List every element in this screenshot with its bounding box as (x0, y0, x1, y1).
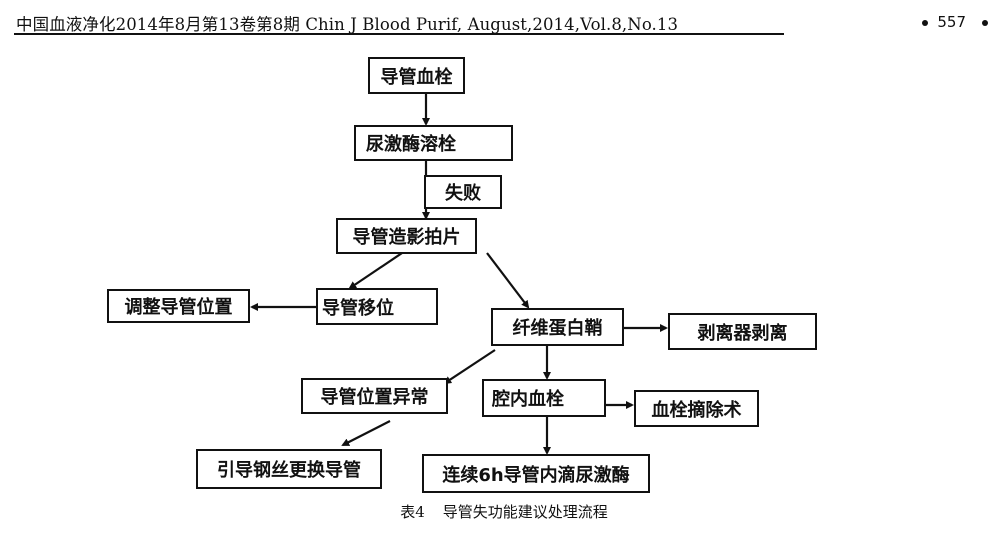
journal-citation: 中国血液净化2014年8月第13卷第8期 Chin J Blood Purif,… (16, 15, 679, 34)
page-number: 557 (937, 13, 966, 31)
bullet-dot-icon (922, 20, 928, 26)
node-catheter-thrombus: 导管血栓 (368, 57, 465, 94)
journal-header: 中国血液净化2014年8月第13卷第8期 Chin J Blood Purif,… (14, 8, 994, 38)
arrow-angiography-to-fibrin (486, 252, 530, 309)
node-fibrin-sheath: 纤维蛋白鞘 (491, 308, 624, 346)
header-rule (14, 33, 784, 35)
node-stripping-device: 剥离器剥离 (668, 313, 817, 350)
node-catheter-displacement: 导管移位 (316, 288, 438, 325)
node-adjust-position: 调整导管位置 (107, 289, 250, 323)
node-intraluminal-thrombus: 腔内血栓 (482, 379, 606, 417)
node-abnormal-position: 导管位置异常 (301, 378, 448, 414)
node-catheter-angiography: 导管造影拍片 (336, 218, 477, 254)
node-continuous-infusion: 连续6h导管内滴尿激酶 (422, 454, 650, 493)
arrow-angiography-to-displacement (348, 250, 406, 290)
node-thrombectomy: 血栓摘除术 (634, 390, 759, 427)
figure-caption: 表4 导管失功能建议处理流程 (0, 501, 1008, 522)
bullet-dot-icon (982, 20, 988, 26)
arrow-fibrin-to-abnormal (443, 349, 496, 385)
node-guidewire-exchange: 引导钢丝更换导管 (196, 449, 382, 489)
node-failure: 失败 (424, 175, 502, 209)
arrow-abnormal-to-guidewire (341, 420, 391, 446)
node-urokinase-lysis: 尿激酶溶栓 (354, 125, 513, 161)
caption-number: 表4 (400, 503, 425, 521)
caption-title: 导管失功能建议处理流程 (442, 503, 608, 521)
